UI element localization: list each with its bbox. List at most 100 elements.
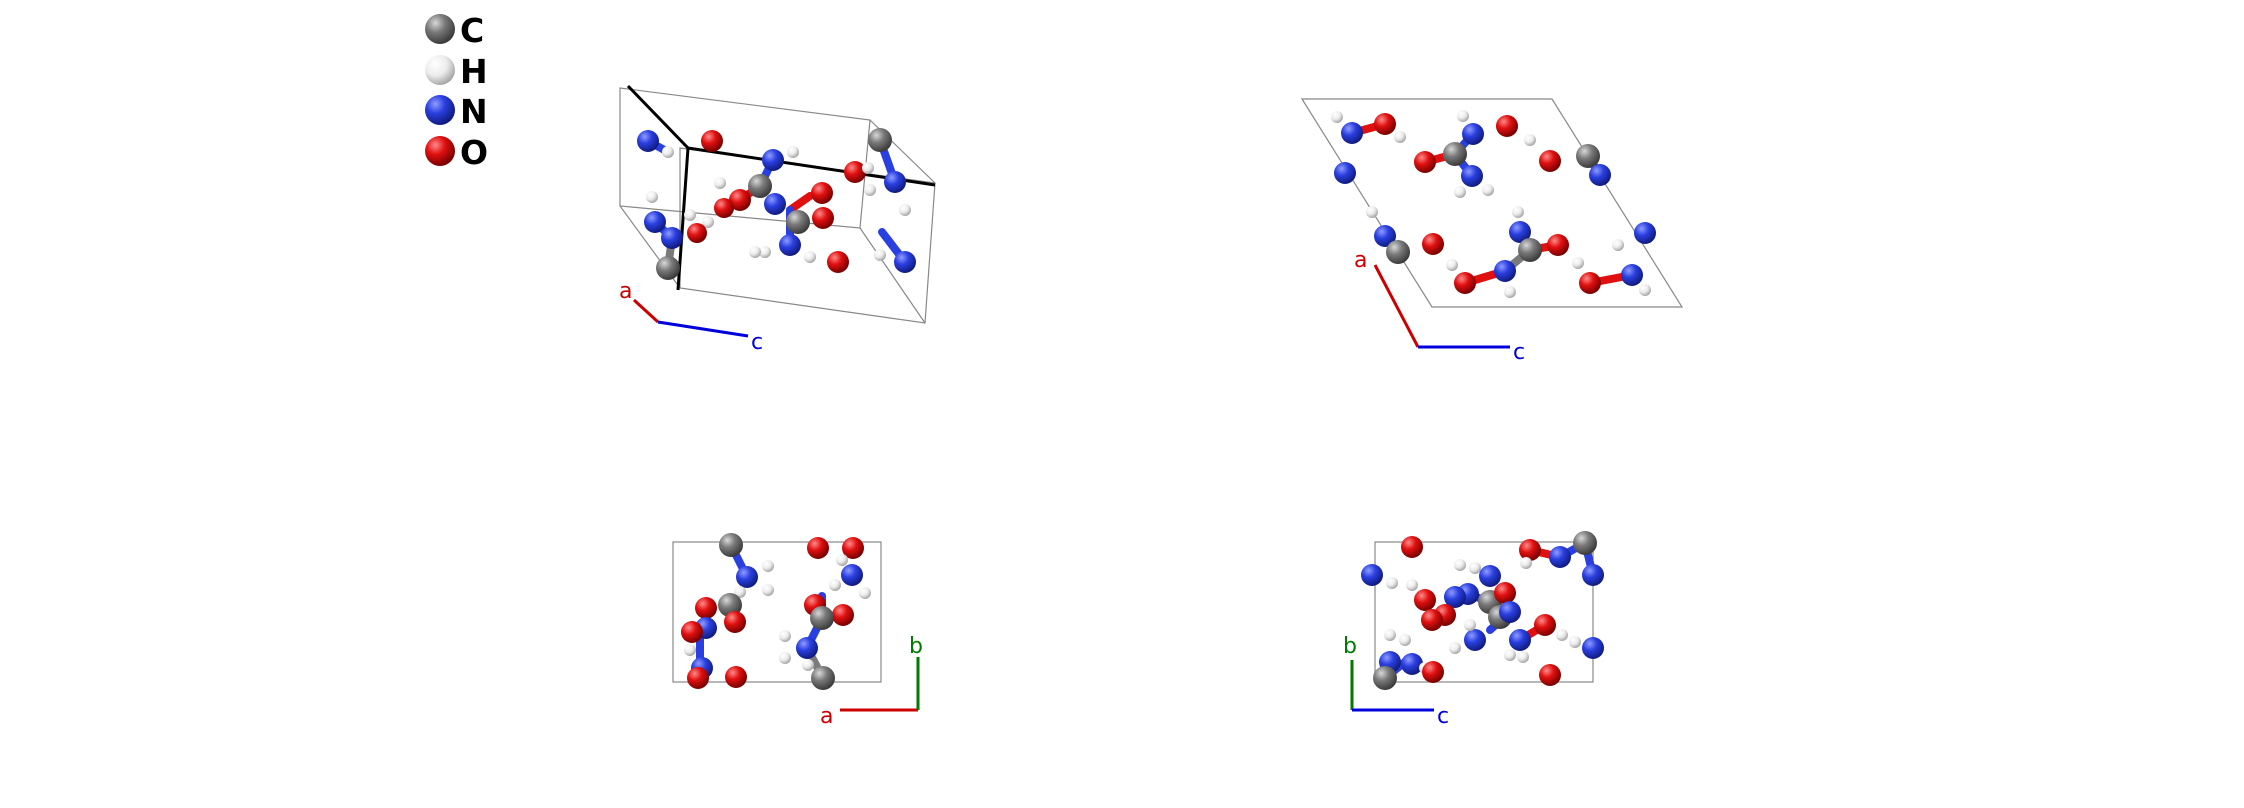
nitrogen-atom (1634, 222, 1656, 244)
axis-a-line (1373, 264, 1420, 348)
axis-indicator: a b (820, 634, 923, 729)
hydrogen-atom (684, 209, 696, 221)
oxygen-atom (1534, 614, 1556, 636)
nitrogen-atom (1341, 122, 1363, 144)
oxygen-atom (1421, 609, 1443, 631)
hydrogen-atom (859, 587, 871, 599)
carbon-atom (718, 593, 742, 617)
axis-a-line (632, 298, 660, 324)
oxygen-atom (725, 666, 747, 688)
hydrogen-atom (1520, 557, 1532, 569)
hydrogen-atom (899, 204, 911, 216)
legend-label-nitrogen: N (460, 92, 488, 131)
carbon-atom (1576, 144, 1600, 168)
oxygen-atom-icon (425, 136, 455, 166)
hydrogen-atom (1504, 286, 1516, 298)
nitrogen-atom (1549, 546, 1571, 568)
hydrogen-atom-icon (425, 55, 455, 85)
oxygen-atom (681, 621, 703, 643)
oxygen-atom (1401, 536, 1423, 558)
nitrogen-atom (1621, 264, 1643, 286)
hydrogen-atom (1639, 284, 1651, 296)
oxygen-atom (807, 537, 829, 559)
panel-view-along-c: a b (672, 533, 923, 729)
axis-indicator: b c (1343, 634, 1449, 729)
oxygen-atom (832, 604, 854, 626)
hydrogen-atom (1512, 206, 1524, 218)
carbon-atom (719, 533, 743, 557)
nitrogen-atom (1509, 629, 1531, 651)
hydrogen-atom (862, 162, 874, 174)
nitrogen-atom (1444, 586, 1466, 608)
oxygen-atom (687, 667, 709, 689)
carbon-atom (811, 666, 835, 690)
hydrogen-atom (787, 146, 799, 158)
oxygen-atom (842, 537, 864, 559)
hydrogen-atom (1504, 649, 1516, 661)
hydrogen-atom (802, 659, 814, 671)
axis-c-line (657, 320, 749, 338)
legend-label-carbon: C (460, 11, 484, 50)
oxygen-atom (1494, 582, 1516, 604)
hydrogen-atom (1572, 257, 1584, 269)
oxygen-atom (812, 207, 834, 229)
legend-item-hydrogen: H (425, 52, 488, 91)
hydrogen-atom (864, 184, 876, 196)
nitrogen-atom (762, 149, 784, 171)
unit-cell-box (672, 541, 882, 683)
axis-c-label: c (1437, 704, 1449, 729)
oxygen-atom (1414, 151, 1436, 173)
hydrogen-atom (1454, 559, 1466, 571)
nitrogen-atom (1479, 565, 1501, 587)
carbon-atom (748, 174, 772, 198)
hydrogen-atom (1482, 184, 1494, 196)
hydrogen-atom (762, 560, 774, 572)
nitrogen-atom (779, 234, 801, 256)
molecule-atoms (681, 533, 871, 690)
hydrogen-atom (684, 644, 696, 656)
hydrogen-atom (1464, 619, 1476, 631)
hydrogen-atom (836, 554, 848, 566)
oxygen-atom (827, 251, 849, 273)
carbon-atom (1518, 238, 1542, 262)
hydrogen-atom (646, 191, 658, 203)
axis-indicator: a c (1354, 248, 1525, 365)
carbon-atom (1573, 531, 1597, 555)
nitrogen-atom-icon (425, 95, 455, 125)
molecule-atoms (637, 128, 916, 280)
axis-c-label: c (1513, 340, 1525, 365)
hydrogen-atom (1469, 562, 1481, 574)
hydrogen-atom (749, 246, 761, 258)
element-legend: C H N O (425, 11, 488, 172)
hydrogen-atom (1524, 134, 1536, 146)
oxygen-atom (1414, 589, 1436, 611)
hydrogen-atom (702, 216, 714, 228)
panel-perspective-view: a c (619, 84, 936, 355)
panel-view-along-a: b c (1343, 531, 1604, 729)
hydrogen-atom (1446, 259, 1458, 271)
hydrogen-atom (829, 579, 841, 591)
hydrogen-atom (1449, 642, 1461, 654)
oxygen-atom (701, 130, 723, 152)
oxygen-atom (1374, 113, 1396, 135)
carbon-atom (1386, 240, 1410, 264)
carbon-atom (786, 210, 810, 234)
nitrogen-atom (1461, 165, 1483, 187)
hydrogen-atom (1517, 651, 1529, 663)
nitrogen-atom (884, 171, 906, 193)
hydrogen-atom (762, 584, 774, 596)
hydrogen-atom (779, 630, 791, 642)
nitrogen-atom (1494, 260, 1516, 282)
hydrogen-atom (734, 586, 746, 598)
axis-a-label: a (820, 704, 833, 729)
oxygen-atom (1519, 539, 1541, 561)
hydrogen-atom (1556, 629, 1568, 641)
nitrogen-atom (1374, 225, 1396, 247)
oxygen-atom (844, 161, 866, 183)
axis-c-label: c (751, 330, 763, 355)
hydrogen-atom (1569, 636, 1581, 648)
oxygen-atom (714, 198, 734, 218)
axis-b-label: b (909, 634, 923, 659)
hydrogen-atom (1366, 206, 1378, 218)
